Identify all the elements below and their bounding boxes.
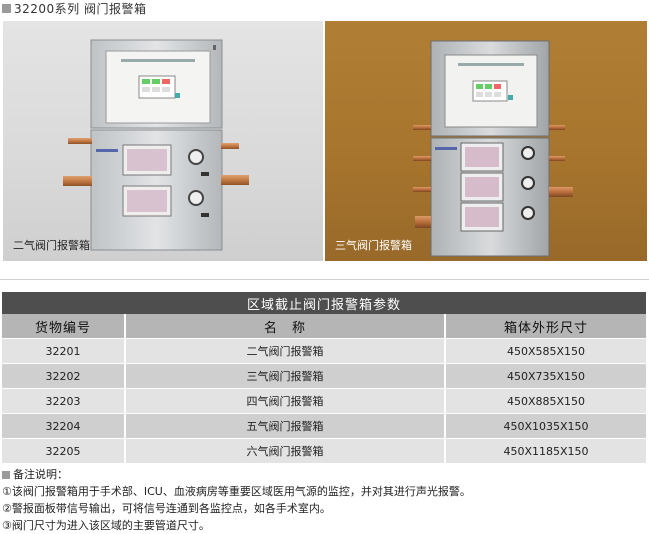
cell-name: 六气阀门报警箱 — [125, 438, 446, 463]
table-row: 32203 四气阀门报警箱 450X885X150 — [2, 388, 646, 414]
bullet-square-icon — [2, 3, 11, 13]
cell-dimensions: 450X885X150 — [445, 388, 646, 414]
cell-dimensions: 450X1185X150 — [445, 438, 646, 463]
table-row: 32201 二气阀门报警箱 450X585X150 — [2, 338, 646, 364]
column-header-item-number: 货物编号 — [2, 314, 126, 339]
three-gas-box-illustration — [413, 40, 573, 257]
notes-heading: 备注说明： — [13, 468, 68, 481]
cell-item-number: 32201 — [2, 338, 126, 364]
product-photo-two-gas: 二气阀门报警箱 — [3, 21, 323, 261]
photo-caption: 二气阀门报警箱 — [13, 239, 90, 252]
column-header-name: 名 称 — [125, 314, 446, 339]
page-header: 32200系列 阀门报警箱 — [2, 0, 147, 16]
product-photo-three-gas: 三气阀门报警箱 — [325, 21, 647, 261]
page-title: 32200系列 阀门报警箱 — [14, 1, 147, 16]
note-item: ②警报面板带信号输出，可将信号连通到各监控点，如各手术室内。 — [2, 502, 331, 515]
table-title: 区域截止阀门报警箱参数 — [2, 292, 646, 314]
note-item: ①该阀门报警箱用于手术部、ICU、血液病房等重要区域医用气源的监控，并对其进行声… — [2, 485, 471, 498]
notes-heading-row: 备注说明： — [2, 466, 471, 483]
note-item: ③阀门尺寸为进入该区域的主要管道尺寸。 — [2, 519, 210, 532]
bullet-square-icon — [2, 470, 10, 479]
table-row: 32204 五气阀门报警箱 450X1035X150 — [2, 413, 646, 439]
cell-name: 五气阀门报警箱 — [125, 413, 446, 439]
section-divider — [0, 279, 649, 280]
parameter-table: 区域截止阀门报警箱参数 货物编号 名 称 箱体外形尺寸 32201 二气阀门报警… — [2, 292, 646, 463]
cell-dimensions: 450X735X150 — [445, 363, 646, 389]
cell-item-number: 32203 — [2, 388, 126, 414]
notes-section: 备注说明： ①该阀门报警箱用于手术部、ICU、血液病房等重要区域医用气源的监控，… — [2, 466, 471, 534]
photo-caption: 三气阀门报警箱 — [335, 239, 412, 252]
cell-item-number: 32204 — [2, 413, 126, 439]
cell-item-number: 32205 — [2, 438, 126, 463]
two-gas-box-illustration — [63, 39, 249, 251]
table-row: 32202 三气阀门报警箱 450X735X150 — [2, 363, 646, 389]
cell-name: 四气阀门报警箱 — [125, 388, 446, 414]
cell-dimensions: 450X585X150 — [445, 338, 646, 364]
cell-name: 三气阀门报警箱 — [125, 363, 446, 389]
cell-item-number: 32202 — [2, 363, 126, 389]
column-header-dimensions: 箱体外形尺寸 — [445, 314, 646, 339]
cell-dimensions: 450X1035X150 — [445, 413, 646, 439]
table-row: 32205 六气阀门报警箱 450X1185X150 — [2, 438, 646, 463]
cell-name: 二气阀门报警箱 — [125, 338, 446, 364]
